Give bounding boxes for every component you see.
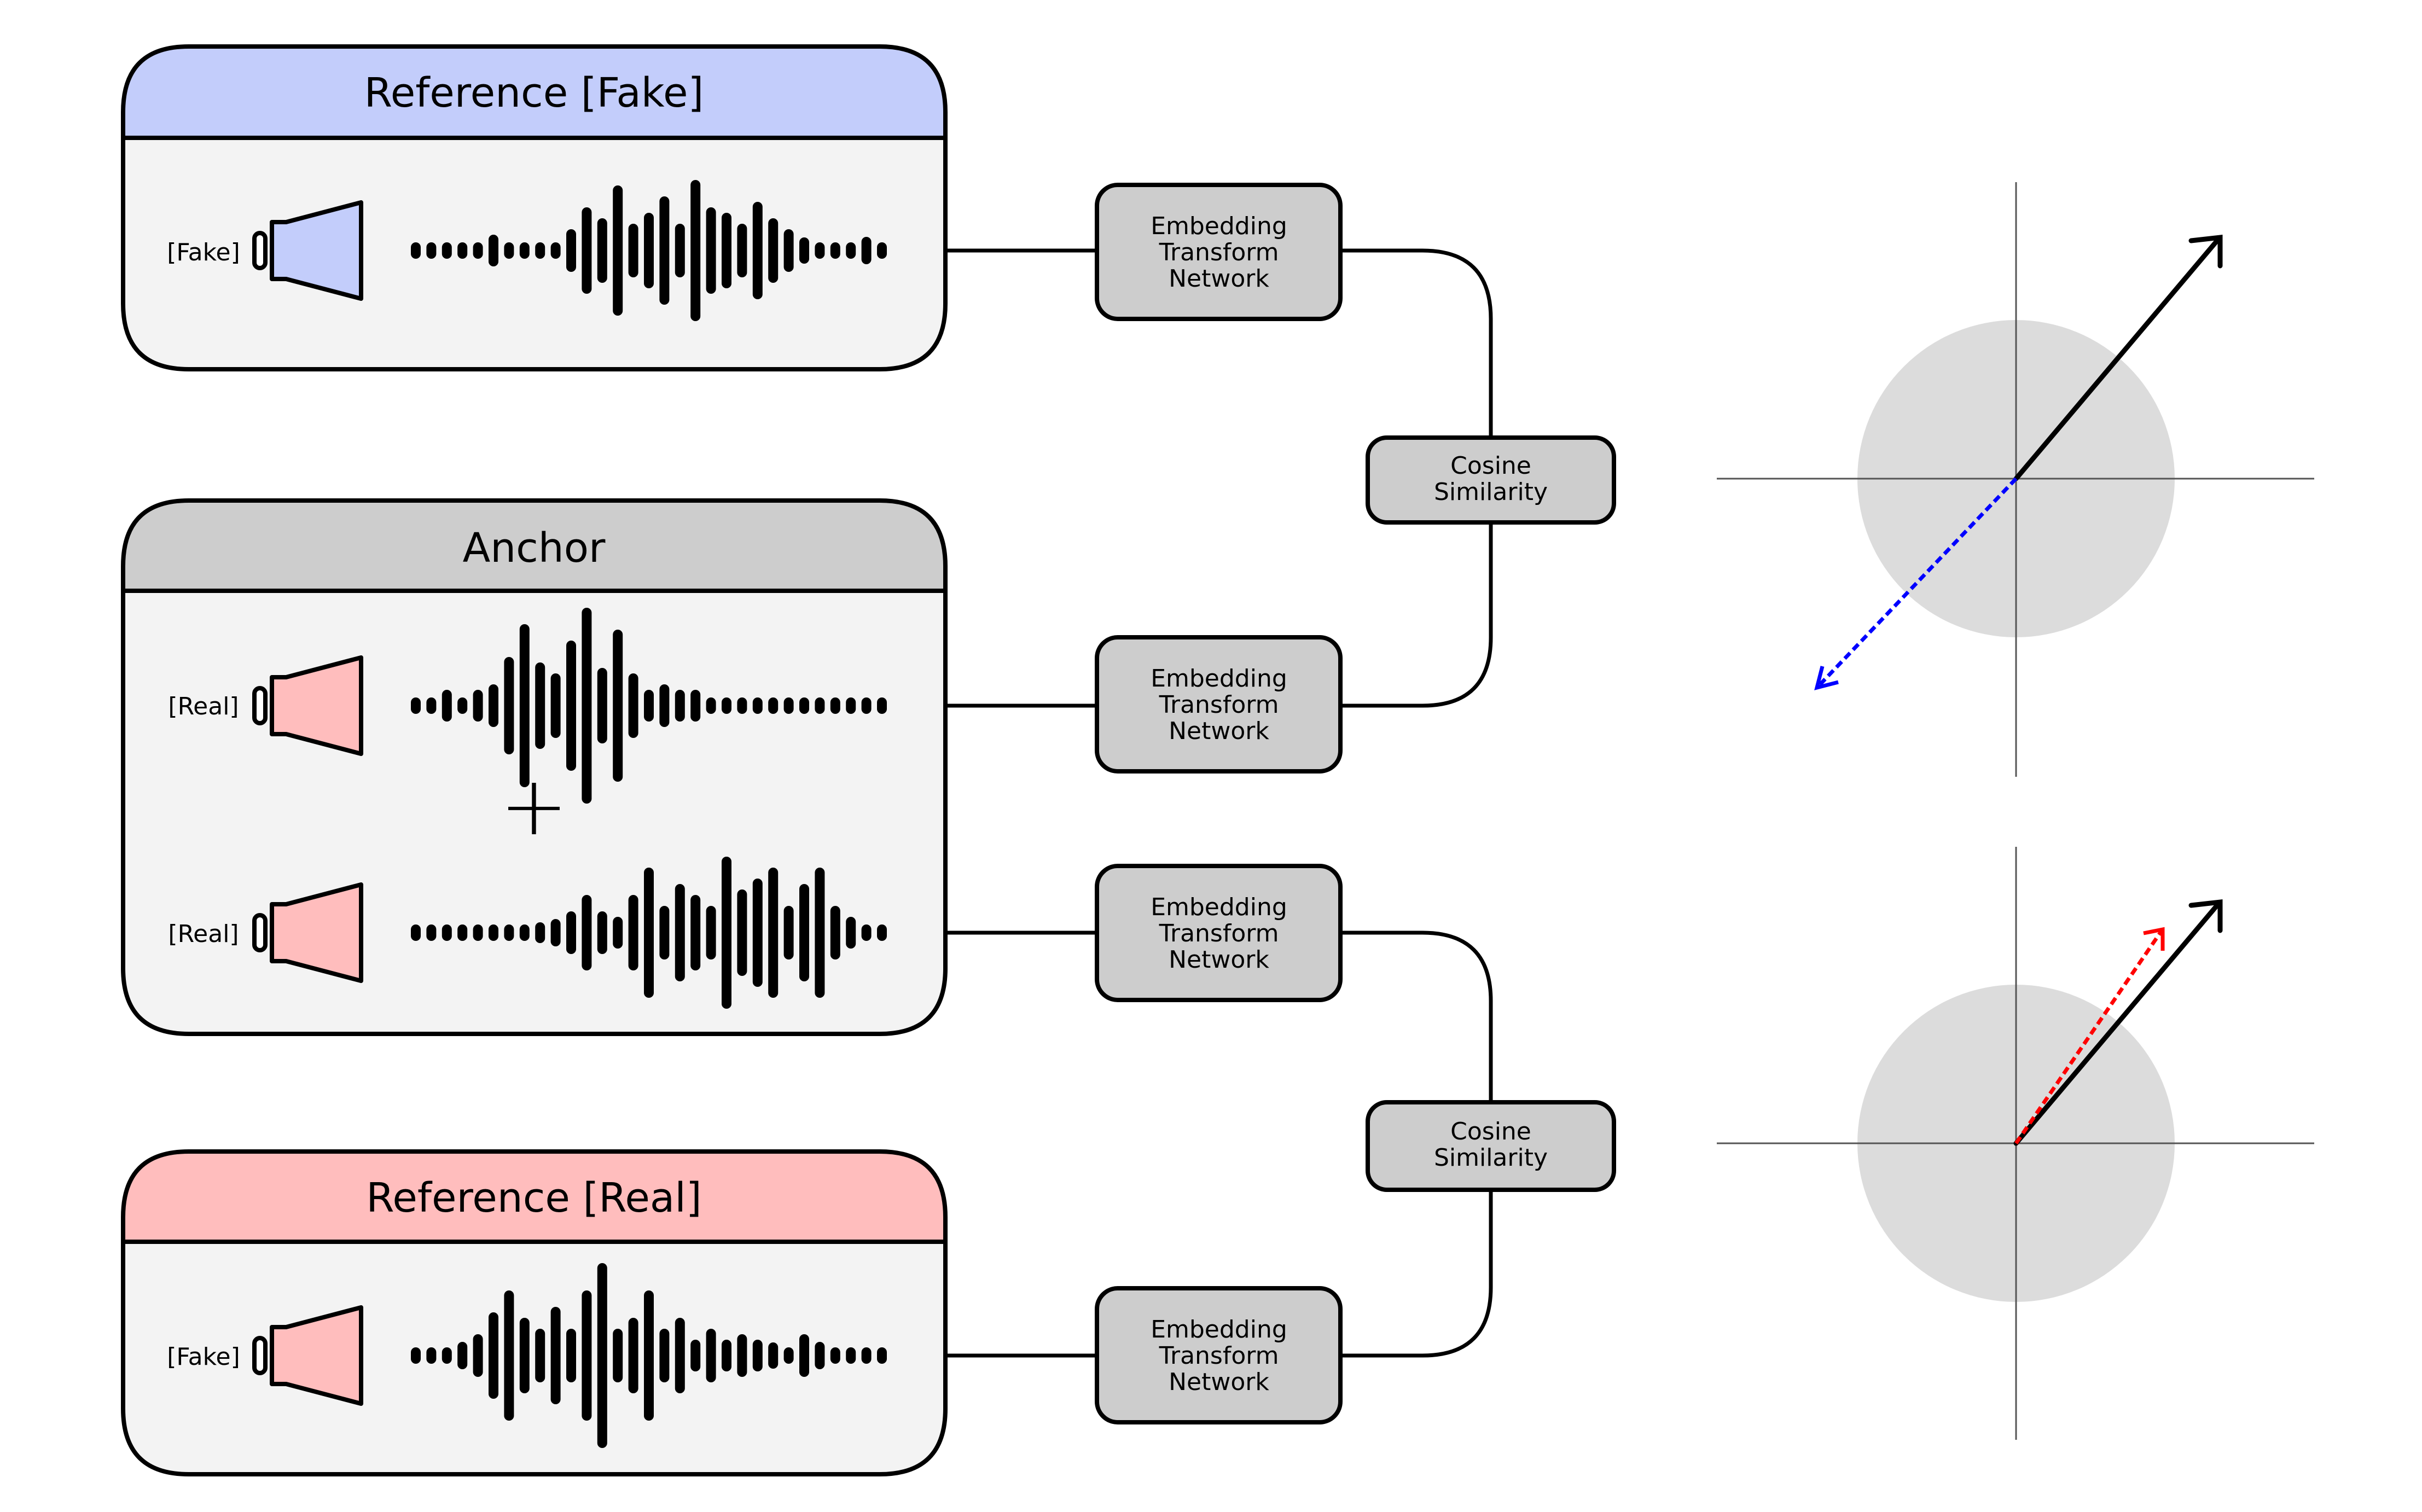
etn-line-3: Network — [1169, 946, 1269, 974]
arrowhead — [2143, 927, 2165, 951]
row-label: [Real] — [168, 693, 239, 720]
vector-plot-bottom — [1717, 847, 2314, 1440]
row-label: [Fake] — [167, 1343, 240, 1371]
anchor-vector-arrow — [2013, 899, 2223, 1146]
etn-line-1: Embedding — [1151, 665, 1287, 693]
cos-line-1: Cosine — [1450, 452, 1531, 480]
panel-title-reference-real: Reference [Real] — [366, 1174, 701, 1222]
merge-line — [1340, 248, 1493, 438]
panel-title-anchor: Anchor — [463, 525, 606, 572]
etn-box: Embedding Transform Network — [1095, 864, 1343, 1002]
etn-line-2: Transform — [1159, 920, 1279, 947]
waveform — [411, 180, 887, 321]
etn-line-1: Embedding — [1151, 1316, 1287, 1344]
connectors — [945, 248, 1493, 1358]
cosine-similarity-box: Cosine Similarity — [1366, 1100, 1616, 1192]
panel-reference-fake: Reference [Fake] [Fake] — [121, 44, 948, 371]
speaker-icon — [252, 1305, 363, 1406]
panel-header-reference-real — [121, 1149, 948, 1244]
waveform — [411, 857, 887, 1009]
etn-line-3: Network — [1169, 717, 1269, 745]
row-label: [Fake] — [167, 239, 240, 266]
waveform — [411, 608, 887, 804]
etn-line-3: Network — [1169, 1368, 1269, 1396]
cos-line-2: Similarity — [1434, 478, 1548, 506]
plus-sign: + — [499, 759, 568, 854]
speaker-icon — [252, 200, 363, 301]
vector-plot-top — [1717, 182, 2314, 777]
cosine-similarity-box: Cosine Similarity — [1366, 435, 1616, 525]
etn-line-2: Transform — [1159, 239, 1279, 266]
merge-line — [1340, 1190, 1493, 1358]
arrowhead — [1814, 666, 1839, 690]
panel-reference-real: Reference [Real] [Fake] — [121, 1149, 948, 1476]
etn-line-2: Transform — [1159, 691, 1279, 719]
reference-real-vector-arrow — [2014, 931, 2163, 1144]
panel-header-reference-fake — [121, 44, 948, 140]
etn-box: Embedding Transform Network — [1095, 635, 1343, 774]
speaker-icon — [252, 882, 363, 983]
etn-line-1: Embedding — [1151, 212, 1287, 240]
panel-header-anchor — [121, 498, 948, 593]
cos-line-1: Cosine — [1450, 1118, 1531, 1145]
cos-line-2: Similarity — [1434, 1144, 1548, 1172]
etn-line-3: Network — [1169, 265, 1269, 293]
etn-box: Embedding Transform Network — [1095, 1286, 1343, 1424]
speaker-icon — [252, 655, 363, 756]
etn-box: Embedding Transform Network — [1095, 183, 1343, 321]
panel-anchor: Anchor [Real] + [Real] — [121, 498, 948, 1036]
merge-line — [1340, 931, 1493, 1102]
etn-line-1: Embedding — [1151, 893, 1287, 921]
etn-line-2: Transform — [1159, 1342, 1279, 1370]
waveform — [411, 1263, 887, 1448]
merge-line — [1340, 522, 1493, 708]
anchor-vector-arrow — [2013, 234, 2223, 481]
panel-title-reference-fake: Reference [Fake] — [364, 69, 704, 117]
row-label: [Real] — [168, 920, 239, 948]
